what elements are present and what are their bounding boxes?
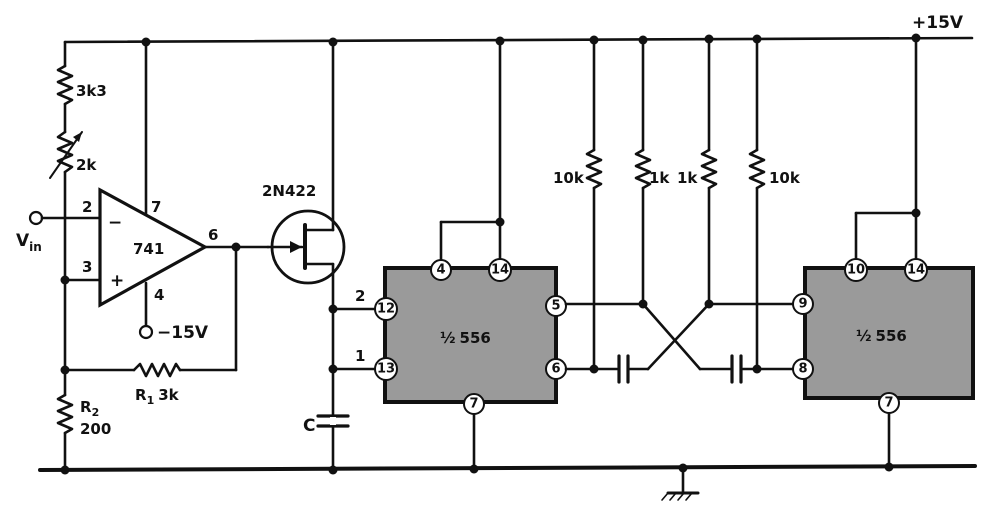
left-pin-4: 4 [430, 259, 452, 281]
left-pin-13: 13 [374, 357, 398, 381]
opamp-label: 741 [133, 240, 164, 258]
resistor-r2 [56, 368, 74, 472]
left-ext-label-1: 1 [355, 347, 365, 365]
resistor-3k3-label: 3k3 [76, 82, 107, 100]
svg-text:8: 8 [798, 362, 807, 377]
resistor-10k-left-label: 10k [553, 169, 585, 187]
svg-text:13: 13 [377, 362, 395, 377]
resistor-1k-left [634, 38, 652, 306]
timer-556-right [803, 36, 975, 470]
resistor-3k3 [56, 40, 74, 134]
svg-text:9: 9 [798, 297, 807, 312]
opamp-pin-6: 6 [208, 226, 218, 244]
left-pin-6: 6 [545, 358, 567, 380]
opamp-pin-7: 7 [151, 198, 161, 216]
right-pin-8: 8 [792, 358, 814, 380]
svg-text:7: 7 [884, 396, 893, 411]
opamp-plus: + [110, 271, 124, 291]
svg-text:6: 6 [551, 362, 560, 377]
right-pin-7: 7 [878, 392, 900, 414]
opamp-minus: − [108, 213, 122, 233]
svg-text:14: 14 [907, 263, 925, 278]
svg-text:7: 7 [469, 397, 478, 412]
opamp-pin-3: 3 [82, 258, 92, 276]
opamp-pin-2: 2 [82, 198, 92, 216]
resistor-1k-right [700, 38, 718, 306]
svg-text:5: 5 [551, 299, 560, 314]
fet-2n422 [266, 40, 346, 472]
left-pin-12: 12 [374, 297, 398, 321]
resistor-r2-label: R2 [80, 398, 99, 419]
trimmer-2k [49, 130, 83, 282]
coupling-capacitor-left [564, 354, 650, 384]
svg-text:4: 4 [436, 263, 445, 278]
opamp-pin-4: 4 [154, 286, 164, 304]
resistor-10k-right [748, 38, 766, 371]
ground-symbol [661, 466, 700, 501]
svg-text:14: 14 [491, 263, 509, 278]
capacitor-c [316, 414, 350, 428]
right-pin-14: 14 [904, 258, 928, 282]
input-label: Vin [16, 231, 42, 254]
left-pin-7: 7 [463, 393, 485, 415]
right-pin-9: 9 [792, 293, 814, 315]
left-ext-label-2: 2 [355, 287, 365, 305]
resistor-10k-right-label: 10k [769, 169, 801, 187]
resistor-1k-left-label: 1k [649, 169, 670, 187]
positive-supply-label: +15V [912, 13, 964, 33]
right-pin-10: 10 [844, 258, 868, 282]
resistor-10k-left [585, 38, 603, 371]
resistor-r1 [63, 245, 238, 378]
fet-label: 2N422 [262, 182, 316, 200]
positive-rail [63, 36, 974, 44]
coupling-capacitor-right [698, 354, 800, 384]
timer-556-left [383, 38, 558, 472]
input-terminal [28, 210, 102, 226]
capacitor-label: C [303, 416, 315, 436]
resistor-1k-right-label: 1k [677, 169, 698, 187]
svg-text:10: 10 [847, 263, 865, 278]
left-pin-14: 14 [488, 258, 512, 282]
trimmer-2k-label: 2k [76, 156, 97, 174]
left-pin-5: 5 [545, 295, 567, 317]
resistor-r2-value: 200 [80, 420, 111, 438]
junction-dots [60, 33, 921, 475]
svg-text:12: 12 [377, 302, 395, 317]
cross-coupling-wires [641, 302, 711, 371]
negative-supply-label: −15V [157, 323, 209, 343]
ground-rail [38, 464, 977, 472]
